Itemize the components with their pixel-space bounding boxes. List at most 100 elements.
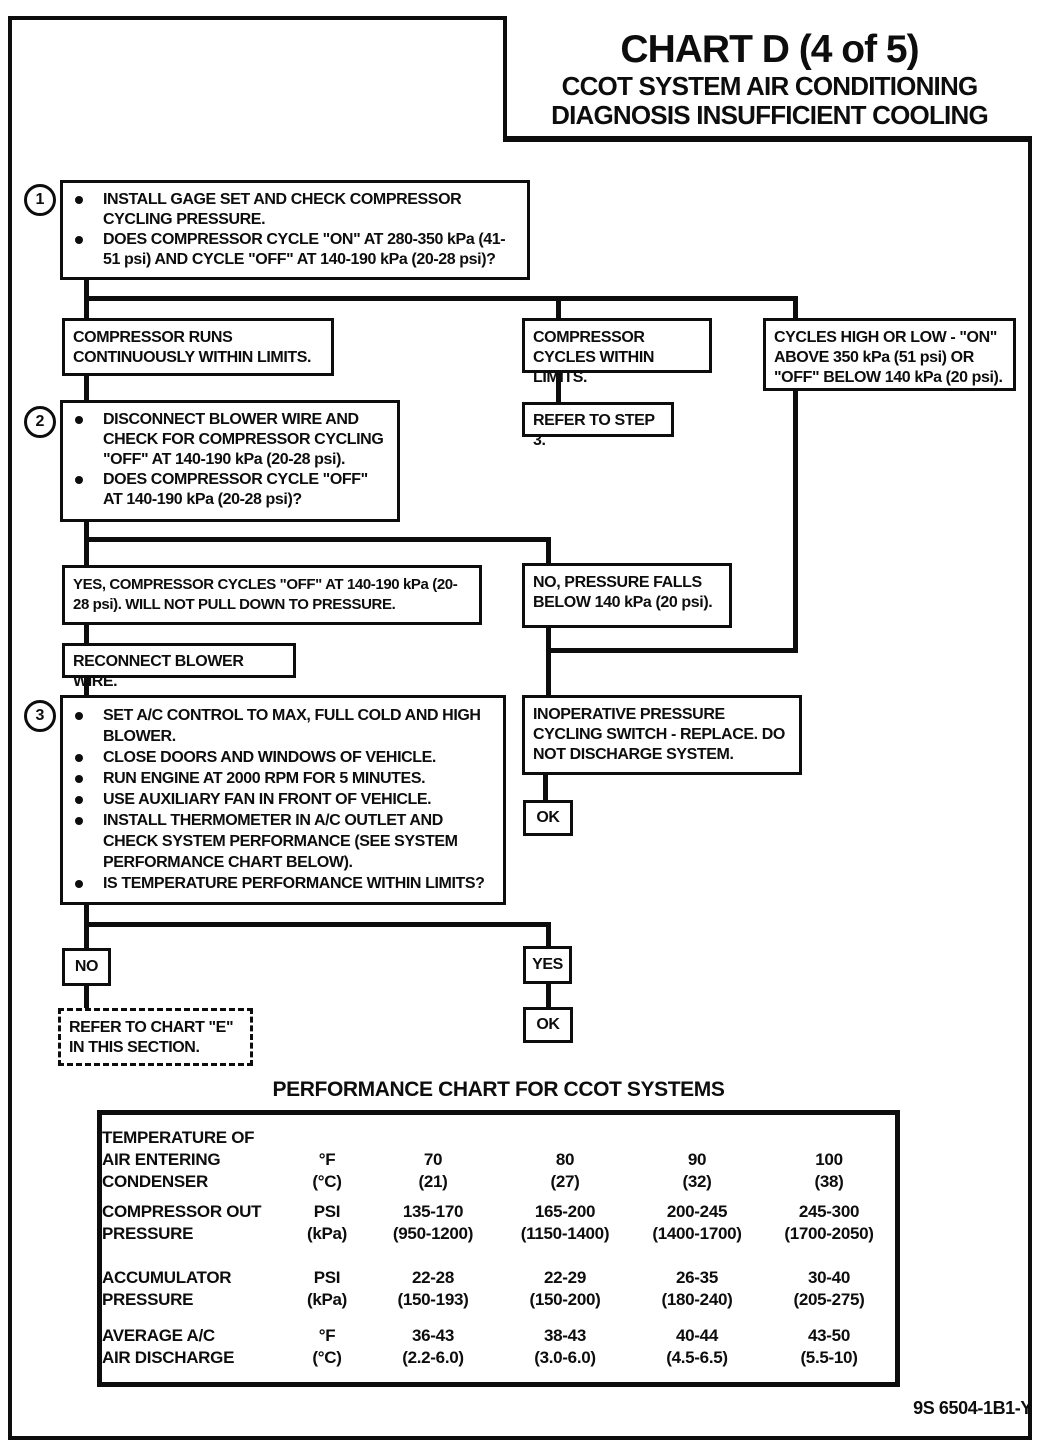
step3-bullet-6: IS TEMPERATURE PERFORMANCE WITHIN LIMITS… [71, 873, 495, 894]
document-code: 9S 6504-1B1-Y [913, 1398, 1032, 1418]
runs-continuously-text: COMPRESSOR RUNS CONTINUOUSLY WITHIN LIMI… [73, 329, 312, 366]
step1-number-badge: 1 [24, 184, 56, 216]
cell-value: 40-44 (4.5-6.5) [666, 1326, 728, 1367]
step1-bullet-2: DOES COMPRESSOR CYCLE "ON" AT 280-350 kP… [71, 230, 519, 270]
step3-number-badge: 3 [24, 700, 56, 732]
flow-box-yes: YES [523, 946, 572, 984]
step2-number: 2 [35, 413, 45, 430]
cell-value: 100 (38) [814, 1150, 844, 1191]
step3-bullet-4: USE AUXILIARY FAN IN FRONT OF VEHICLE. [71, 789, 495, 810]
step2-bullet-1-text: DISCONNECT BLOWER WIRE AND CHECK FOR COM… [103, 411, 384, 468]
cell-value: 43-50 (5.5-10) [800, 1326, 858, 1367]
step2-bullet-2: DOES COMPRESSOR CYCLE "OFF" AT 140-190 k… [71, 470, 389, 510]
connector-line [84, 985, 89, 1008]
bullet-icon [71, 230, 103, 250]
bullet-icon [71, 789, 103, 810]
flow-box-ok-1: OK [523, 800, 573, 836]
inoperative-switch-text: INOPERATIVE PRESSURE CYCLING SWITCH - RE… [533, 706, 785, 763]
cell-value: 135-170 (950-1200) [392, 1202, 474, 1243]
flow-box-runs-continuously: COMPRESSOR RUNS CONTINUOUSLY WITHIN LIMI… [62, 318, 334, 376]
connector-line [84, 624, 89, 643]
bullet-icon [71, 873, 103, 894]
connector-line [556, 371, 561, 403]
step3-number: 3 [35, 707, 45, 724]
performance-chart-title: PERFORMANCE CHART FOR CCOT SYSTEMS [272, 1078, 725, 1101]
bullet-icon [71, 705, 103, 726]
connector-line [84, 537, 551, 542]
step2-number-badge: 2 [24, 406, 56, 438]
connector-line [793, 389, 798, 652]
cell-value: 26-35 (180-240) [661, 1268, 733, 1309]
flow-box-ok-2: OK [523, 1007, 573, 1043]
flow-box-step2: DISCONNECT BLOWER WIRE AND CHECK FOR COM… [60, 400, 400, 522]
row-unit: °F (°C) [312, 1150, 342, 1191]
row-unit: PSI (kPa) [306, 1268, 348, 1309]
row-label: TEMPERATURE OF AIR ENTERING CONDENSER [102, 1128, 255, 1191]
connector-line [84, 520, 89, 540]
connector-line [546, 983, 551, 1007]
connector-line [543, 774, 548, 800]
step3-bullet-1: SET A/C CONTROL TO MAX, FULL COLD AND HI… [71, 705, 495, 747]
no-pressure-falls-text: NO, PRESSURE FALLS BELOW 140 kPa (20 psi… [533, 574, 713, 611]
bullet-icon [71, 768, 103, 789]
cycles-within-limits-text: COMPRESSOR CYCLES WITHIN LIMITS. [533, 329, 655, 386]
chart-title: CHART D (4 of 5) [620, 28, 919, 71]
connector-line [793, 299, 798, 318]
yes-text: YES [532, 956, 563, 973]
step1-bullet-1-text: INSTALL GAGE SET AND CHECK COMPRESSOR CY… [103, 191, 462, 228]
step1-bullet-1: INSTALL GAGE SET AND CHECK COMPRESSOR CY… [71, 190, 519, 230]
connector-line [546, 627, 551, 695]
step2-bullet-2-text: DOES COMPRESSOR CYCLE "OFF" AT 140-190 k… [103, 471, 368, 508]
connector-line [84, 677, 89, 695]
row-unit: PSI (kPa) [306, 1202, 348, 1243]
flow-box-no-pressure-falls: NO, PRESSURE FALLS BELOW 140 kPa (20 psi… [522, 563, 732, 628]
connector-line [84, 296, 798, 301]
title-box: CHART D (4 of 5) CCOT SYSTEM AIR CONDITI… [503, 16, 1032, 142]
flow-box-step1: INSTALL GAGE SET AND CHECK COMPRESSOR CY… [60, 180, 530, 280]
connector-line [84, 903, 89, 925]
cell-value: 80 (27) [550, 1150, 580, 1191]
connector-line [84, 540, 89, 565]
cell-value: 30-40 (205-275) [793, 1268, 865, 1309]
ok-2-text: OK [536, 1016, 560, 1033]
table-row: AVERAGE A/C AIR DISCHARGE °F (°C) 36-43 … [102, 1325, 895, 1377]
row-label: COMPRESSOR OUT PRESSURE [102, 1202, 262, 1243]
cell-value: 38-43 (3.0-6.0) [534, 1326, 596, 1367]
step3-bullet-5: INSTALL THERMOMETER IN A/C OUTLET AND CH… [71, 810, 495, 873]
flow-box-reconnect-blower: RECONNECT BLOWER WIRE. [62, 643, 296, 690]
table-row: ACCUMULATOR PRESSURE PSI (kPa) 22-28 (15… [102, 1267, 895, 1325]
bullet-icon [71, 410, 103, 430]
cell-value: 165-200 (1150-1400) [520, 1202, 610, 1243]
step3-bullet-2-text: CLOSE DOORS AND WINDOWS OF VEHICLE. [103, 749, 436, 766]
cell-value: 70 (21) [418, 1150, 448, 1191]
bullet-icon [71, 190, 103, 210]
ok-1-text: OK [536, 809, 560, 826]
step3-bullet-2: CLOSE DOORS AND WINDOWS OF VEHICLE. [71, 747, 495, 768]
table-row: COMPRESSOR OUT PRESSURE PSI (kPa) 135-17… [102, 1201, 895, 1267]
row-unit: °F (°C) [312, 1326, 342, 1367]
flow-box-inoperative-switch: INOPERATIVE PRESSURE CYCLING SWITCH - RE… [522, 695, 802, 775]
step3-bullet-1-text: SET A/C CONTROL TO MAX, FULL COLD AND HI… [103, 707, 481, 745]
bullet-icon [71, 810, 103, 831]
chart-subtitle-line1: CCOT SYSTEM AIR CONDITIONING [561, 71, 979, 101]
flow-box-cycles-within-limits: COMPRESSOR CYCLES WITHIN LIMITS. [522, 318, 712, 386]
cell-value: 22-29 (150-200) [529, 1268, 601, 1309]
cell-value: 200-245 (1400-1700) [652, 1202, 742, 1243]
flow-box-cycles-high-low: CYCLES HIGH OR LOW - "ON" ABOVE 350 kPa … [763, 318, 1016, 391]
connector-line [84, 922, 551, 927]
table-row: TEMPERATURE OF AIR ENTERING CONDENSER °F… [102, 1115, 895, 1201]
row-label: AVERAGE A/C AIR DISCHARGE [102, 1326, 235, 1367]
step1-number: 1 [35, 191, 45, 208]
flow-box-refer-chart-e: REFER TO CHART "E" IN THIS SECTION. [58, 1008, 253, 1066]
no-text: NO [74, 958, 99, 975]
connector-line [546, 925, 551, 946]
step3-bullet-6-text: IS TEMPERATURE PERFORMANCE WITHIN LIMITS… [103, 875, 485, 892]
cell-value: 36-43 (2.2-6.0) [402, 1326, 464, 1367]
connector-line [84, 925, 89, 948]
step1-bullet-2-text: DOES COMPRESSOR CYCLE "ON" AT 280-350 kP… [103, 231, 506, 268]
performance-chart-table: TEMPERATURE OF AIR ENTERING CONDENSER °F… [97, 1110, 900, 1387]
flow-box-refer-step3: REFER TO STEP 3. [522, 402, 674, 449]
flow-box-step3: SET A/C CONTROL TO MAX, FULL COLD AND HI… [60, 695, 506, 905]
chart-subtitle-line2: DIAGNOSIS INSUFFICIENT COOLING [551, 100, 989, 130]
